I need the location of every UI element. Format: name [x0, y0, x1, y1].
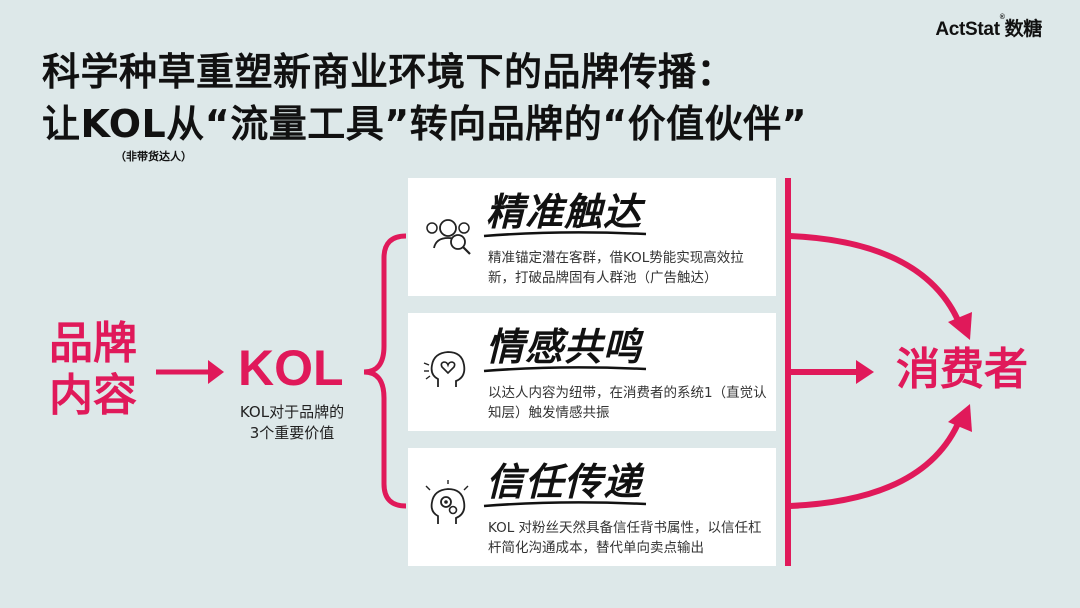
brush-underline [483, 366, 647, 373]
arrowhead-top [948, 312, 972, 340]
actstat-logo: ActStat®数糖 [935, 14, 1042, 41]
card-desc-precise-reach: 精准锚定潜在客群，借KOL势能实现高效拉新，打破品牌固有人群池（广告触达） [488, 250, 744, 286]
brand-line-1: 品牌 [49, 318, 137, 369]
arrowhead-mid [856, 360, 874, 384]
kol-note: （非带货达人） [115, 150, 192, 163]
kol-subtitle: KOL对于品牌的 3个重要价值 [214, 402, 370, 444]
title-line-2: 让KOL从“流量工具”转向品牌的“价值伙伴” [42, 102, 808, 146]
curve-bottom [789, 412, 965, 509]
page-title: 科学种草重塑新商业环境下的品牌传播： 让KOL从“流量工具”转向品牌的“价值伙伴… [42, 46, 807, 150]
arrowhead-brand-to-kol [208, 360, 224, 384]
logo-cn: 数糖 [1004, 19, 1043, 40]
logo-mark: ® [999, 14, 1005, 21]
consumer-label: 消费者 [896, 344, 1028, 395]
target-audience-icon [426, 219, 471, 255]
card-precise-reach: 精准触达 精准锚定潜在客群，借KOL势能实现高效拉新，打破品牌固有人群池（广告触… [408, 178, 776, 296]
card-desc-trust-transfer: KOL 对粉丝天然具备信任背书属性，以信任杠杆简化沟通成本，替代单向卖点输出 [488, 520, 762, 556]
arrowhead-bottom [948, 404, 972, 432]
brand-content-label: 品牌 内容 [38, 318, 148, 422]
curly-brace [363, 233, 407, 509]
curve-top [789, 233, 965, 332]
card-title-precise-reach: 精准触达 [486, 189, 643, 234]
kol-sub-line-1: KOL对于品牌的 [239, 403, 345, 421]
card-title-emotional-resonance: 情感共鸣 [486, 324, 643, 369]
gear-mind-icon [425, 480, 469, 524]
card-desc-emotional-resonance: 以达人内容为纽带，在消费者的系统1（直觉认知层）触发情感共振 [488, 385, 767, 421]
brand-line-2: 内容 [49, 370, 137, 421]
card-trust-transfer: 信任传递 KOL 对粉丝天然具备信任背书属性，以信任杠杆简化沟通成本，替代单向卖… [408, 448, 776, 566]
brush-underline [483, 231, 647, 238]
card-emotional-resonance: 情感共鸣 以达人内容为纽带，在消费者的系统1（直觉认知层）触发情感共振 [408, 313, 776, 431]
heart-mind-icon [423, 351, 466, 387]
kol-sub-line-2: 3个重要价值 [249, 424, 335, 442]
title-line-1: 科学种草重塑新商业环境下的品牌传播： [42, 50, 736, 94]
kol-label: KOL [238, 340, 344, 396]
logo-text: ActStat [935, 19, 1000, 40]
brush-underline [483, 501, 647, 508]
card-title-trust-transfer: 信任传递 [486, 459, 643, 504]
